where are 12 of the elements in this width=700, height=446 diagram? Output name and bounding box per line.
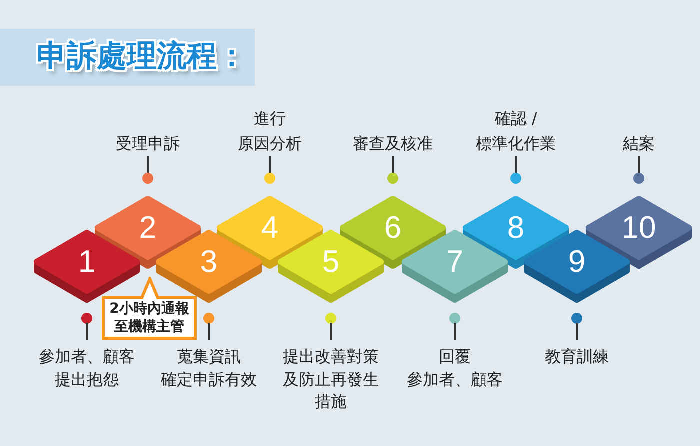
step-caption: 結案 <box>623 133 655 155</box>
step-caption: 教育訓練 <box>545 346 609 368</box>
step-caption: 蒐集資訊確定申訴有效 <box>161 346 257 390</box>
step-caption: 參加者、顧客提出抱怨 <box>39 346 135 390</box>
title: 申訴處理流程： <box>37 38 247 76</box>
callout-box: 2小時內通報至機構主管 <box>101 277 198 341</box>
step-caption: 進行原因分析 <box>238 108 302 155</box>
step-caption: 受理申訴 <box>116 133 180 155</box>
step-caption: 回覆參加者、顧客 <box>407 346 503 390</box>
step-caption: 審查及核准 <box>353 133 433 155</box>
step-caption: 提出改善對策及防止再發生措施 <box>283 346 379 413</box>
step-caption: 確認 /標準化作業 <box>476 108 556 155</box>
